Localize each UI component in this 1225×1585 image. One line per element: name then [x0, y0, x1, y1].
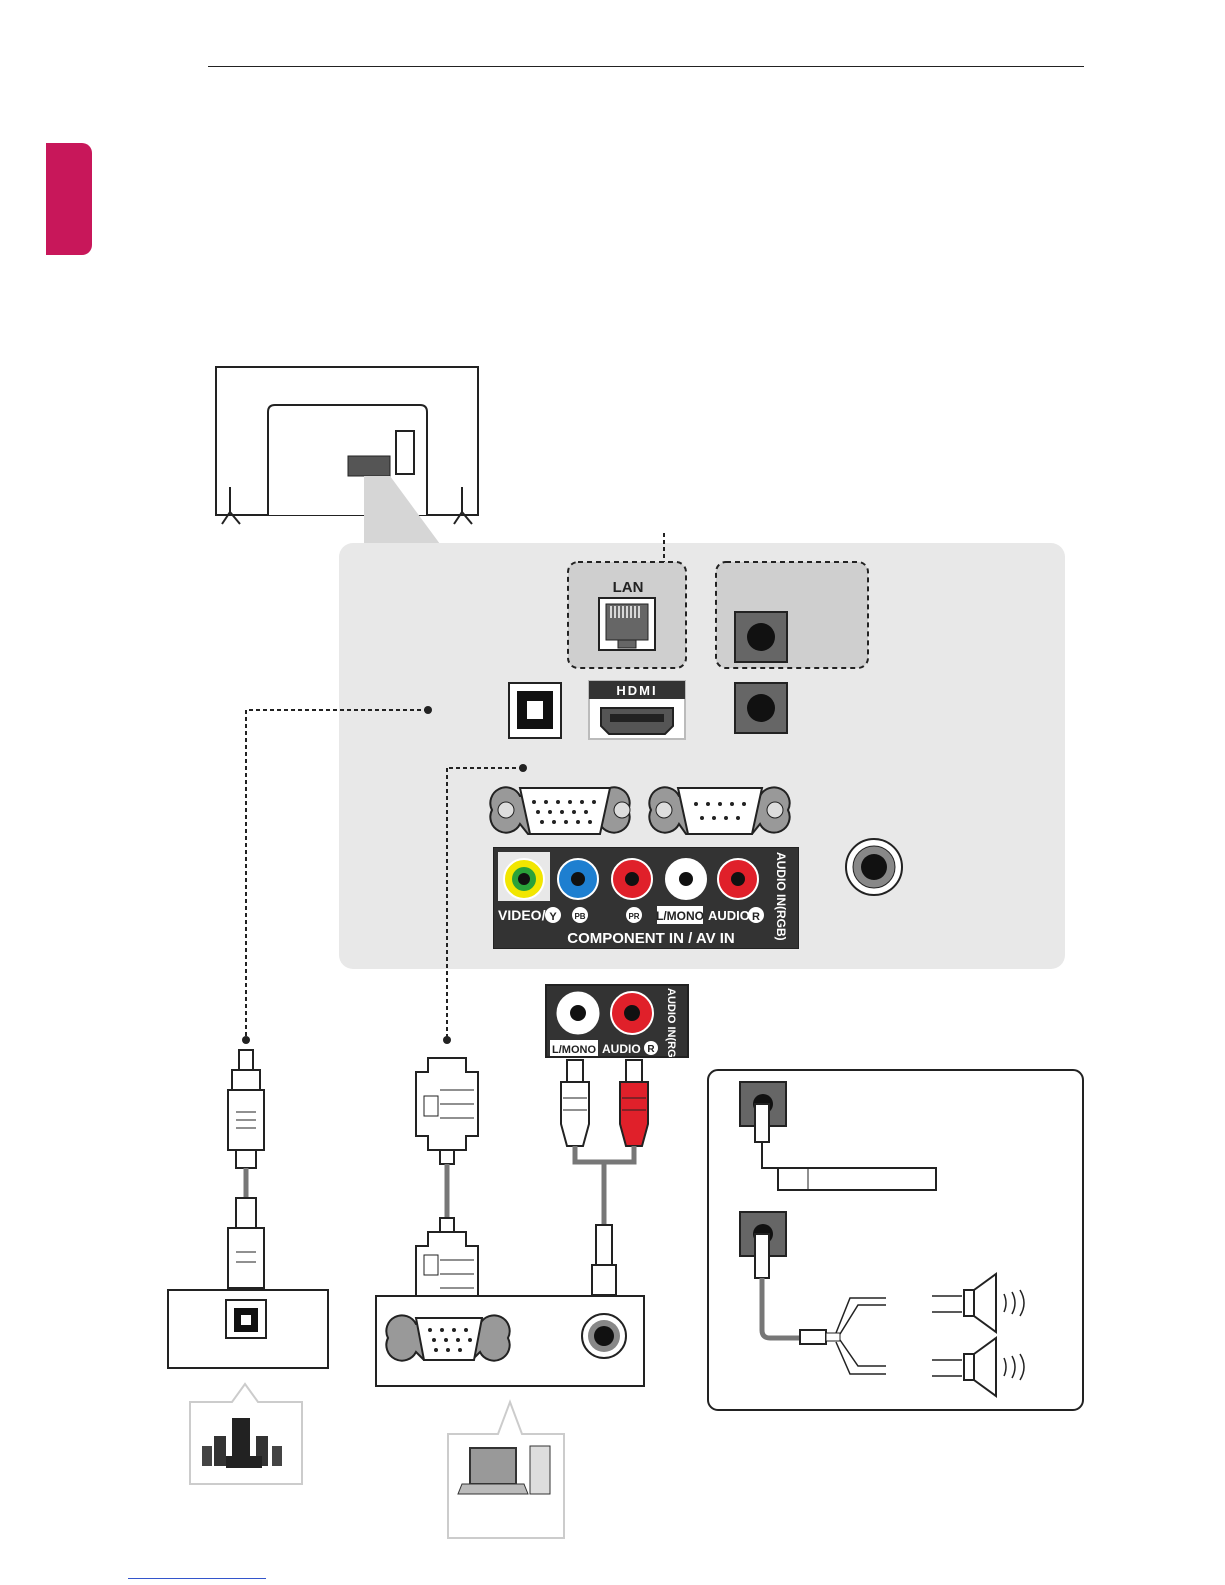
optical-port-icon[interactable] — [509, 683, 561, 738]
audio-device-box — [168, 1290, 328, 1368]
r-label: R — [752, 911, 760, 923]
rca-plug-red — [620, 1060, 648, 1146]
component-av-block: AUDIO IN(RGB) VIDEO/ Y PB PR L/MONO AUDI… — [494, 848, 798, 948]
rs232-port-icon[interactable] — [649, 787, 789, 834]
rca-plug-white — [561, 1060, 589, 1146]
tv-rear-icon — [216, 367, 478, 544]
pr-label: PR — [628, 912, 639, 921]
hdmi-label: HDMI — [616, 683, 657, 698]
rca-jack-icon[interactable] — [718, 859, 758, 899]
antenna-jack-icon[interactable] — [846, 839, 902, 895]
hdmi-port-icon[interactable]: HDMI — [589, 681, 685, 739]
audio-in-rgb-label: AUDIO IN(RGB) — [774, 852, 788, 941]
l-mono-label-2: L/MONO — [552, 1044, 596, 1056]
audio-jack-icon[interactable] — [735, 683, 787, 733]
optical-cable — [228, 1050, 264, 1302]
rca-jack-icon[interactable] — [558, 859, 598, 899]
rca-jack-icon[interactable] — [504, 859, 544, 899]
component-av-label: COMPONENT IN / AV IN — [567, 930, 735, 947]
vga-port-icon[interactable] — [490, 787, 630, 834]
audio-in-rgb-block: AUDIO IN(RGB) L/MONO AUDIO R — [546, 985, 688, 1070]
video-label: VIDEO/ — [498, 907, 546, 923]
pc-device-box — [376, 1296, 644, 1386]
rca-jack-icon[interactable] — [612, 859, 652, 899]
rca-jack-icon[interactable] — [666, 859, 706, 899]
vga-cable — [416, 1058, 478, 1312]
y-label: Y — [549, 911, 557, 923]
audio-label-2: AUDIO — [602, 1042, 641, 1056]
home-theater-icon — [190, 1384, 302, 1484]
headphone-speaker-box — [708, 1070, 1083, 1410]
lan-label: LAN — [613, 579, 644, 596]
lan-port-icon[interactable] — [599, 598, 655, 650]
l-mono-label: L/MONO — [656, 909, 704, 923]
headphone-jack-icon[interactable] — [735, 612, 787, 662]
pb-label: PB — [574, 912, 585, 921]
computer-icon — [448, 1402, 564, 1538]
audio-in-rgb-label-2: AUDIO IN(RGB) — [665, 988, 677, 1070]
audio-label: AUDIO — [708, 908, 750, 923]
r-label-2: R — [647, 1044, 655, 1055]
